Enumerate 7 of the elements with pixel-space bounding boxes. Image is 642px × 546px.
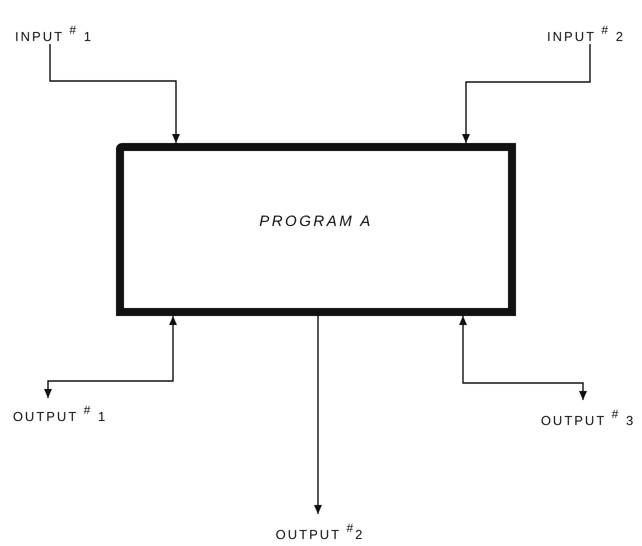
arrow [314, 316, 322, 514]
arrow [459, 316, 587, 400]
arrow [462, 44, 591, 143]
arrow [49, 44, 180, 143]
program-box [116, 143, 516, 316]
program-label: PROGRAM A [259, 213, 373, 231]
arrow [44, 316, 177, 398]
